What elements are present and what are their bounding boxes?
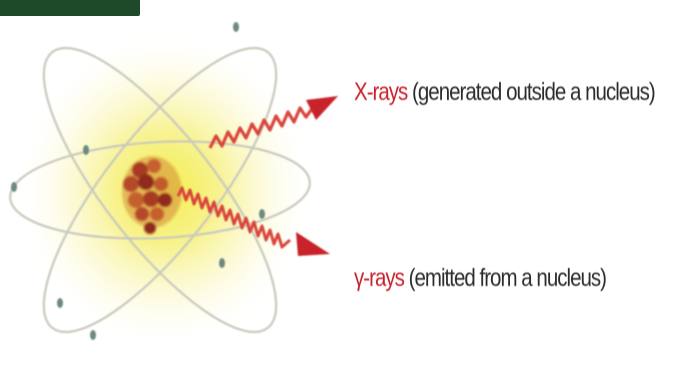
electron: [11, 182, 17, 192]
electron: [259, 209, 265, 219]
electron: [57, 298, 63, 308]
electron: [83, 145, 89, 155]
electron: [90, 330, 96, 340]
xray-name: X-rays: [354, 78, 407, 106]
xray-label: X-rays (generated outside a nucleus): [354, 78, 655, 107]
gamma-name: γ-rays: [354, 264, 404, 292]
xray-description: (generated outside a nucleus): [407, 78, 654, 106]
gamma-label: γ-rays (emitted from a nucleus): [354, 264, 606, 293]
gamma-description: (emitted from a nucleus): [404, 264, 606, 292]
electron: [219, 258, 225, 268]
electron: [233, 22, 239, 32]
